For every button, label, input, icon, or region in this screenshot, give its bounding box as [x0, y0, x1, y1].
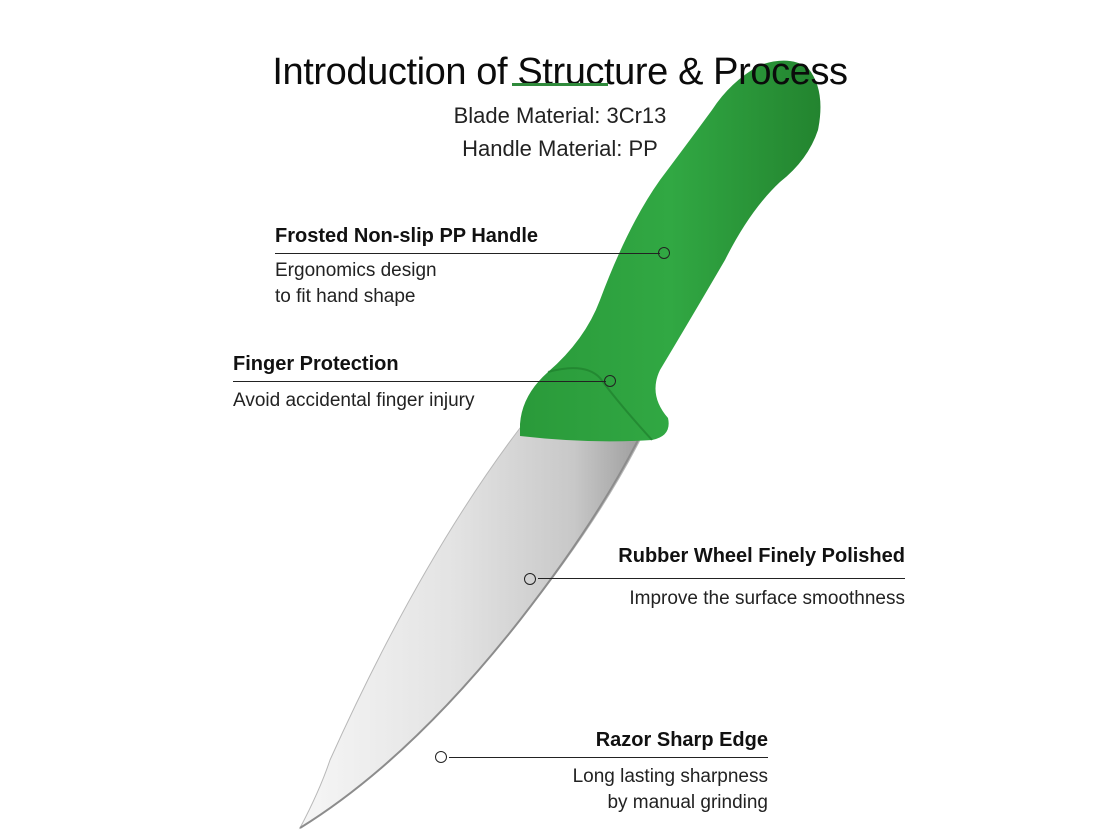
polish-callout-title: Rubber Wheel Finely Polished	[618, 545, 905, 567]
edge-callout-desc-line1: Long lasting sharpness	[572, 766, 768, 787]
handle-callout-title: Frosted Non-slip PP Handle	[275, 225, 538, 247]
polish-callout-desc: Improve the surface smoothness	[629, 588, 905, 609]
finger-callout-desc: Avoid accidental finger injury	[233, 390, 475, 411]
polish-leader-line	[538, 578, 905, 579]
blade-material-spec: Blade Material: 3Cr13	[453, 103, 667, 128]
finger-callout-dot	[604, 375, 616, 387]
handle-callout-desc-line1: Ergonomics design	[275, 260, 437, 281]
page-title: Introduction of Structure & Process	[272, 51, 848, 94]
edge-callout-dot	[435, 751, 447, 763]
handle-callout-dot	[658, 247, 670, 259]
handle-material-spec: Handle Material: PP	[462, 136, 658, 161]
handle	[520, 60, 821, 442]
finger-callout-title: Finger Protection	[233, 353, 399, 375]
finger-leader-line	[233, 381, 606, 382]
edge-leader-line	[449, 757, 768, 758]
edge-callout-title: Razor Sharp Edge	[595, 729, 768, 751]
polish-callout-dot	[524, 573, 536, 585]
title-underline	[512, 83, 608, 86]
handle-leader-line	[275, 253, 660, 254]
handle-callout-desc-line2: to fit hand shape	[275, 286, 416, 307]
edge-callout-desc-line2: by manual grinding	[607, 792, 768, 813]
